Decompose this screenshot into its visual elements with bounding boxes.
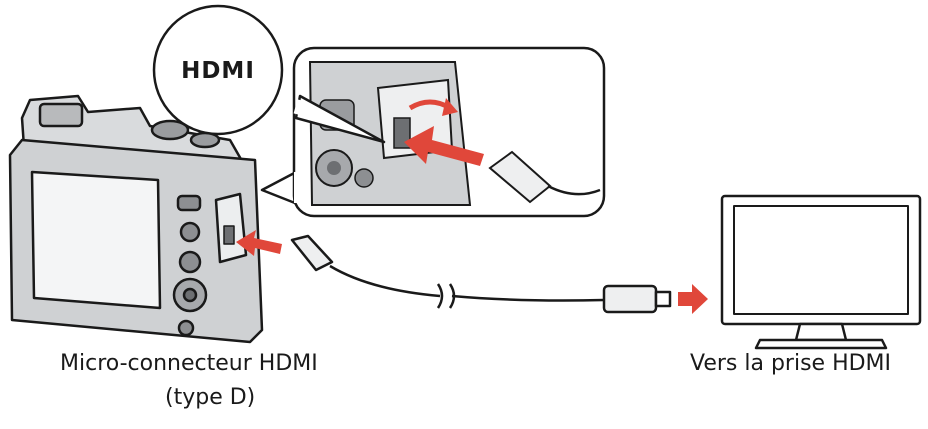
hdmi-logo-text: HDMI	[181, 58, 255, 84]
tv-port-caption: Vers la prise HDMI	[690, 351, 892, 376]
camera-illustration	[8, 94, 264, 344]
insert-arrow-zoom	[404, 126, 484, 166]
camera-port-caption-line1: Micro-connecteur HDMI	[60, 351, 318, 376]
tv-illustration	[720, 194, 922, 350]
insert-arrow-camera	[236, 230, 282, 256]
arrow-to-tv	[678, 284, 708, 314]
camera-port-caption-line2: (type D)	[165, 385, 256, 410]
hdmi-logo-bubble: HDMI	[152, 4, 386, 144]
hdmi-cable	[290, 234, 672, 314]
zoom-detail-bubble	[292, 46, 606, 218]
